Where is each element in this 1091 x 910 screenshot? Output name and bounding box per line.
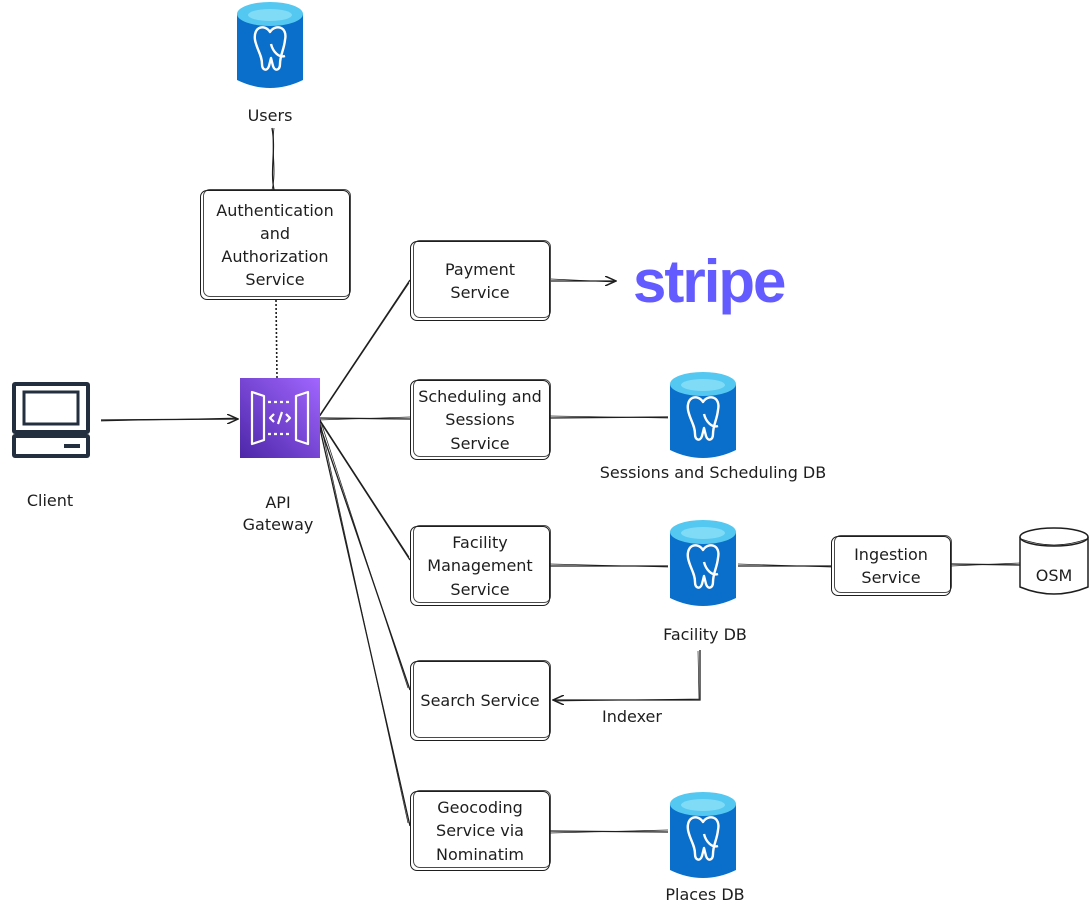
auth-service-box[interactable]: Authentication and Authorization Service (200, 189, 351, 300)
osm-cylinder-icon (1019, 527, 1089, 595)
auth-service-label: Authentication and Authorization Service (216, 200, 334, 290)
sessions-db-icon (670, 372, 736, 458)
client-label: Client (26, 491, 74, 510)
api-gateway-icon (240, 378, 320, 458)
payment-service-box[interactable]: Payment Service (410, 240, 551, 321)
edge-gateway-search (317, 419, 411, 691)
osm-label: OSM (1035, 566, 1073, 585)
edge-gateway-facility (317, 417, 411, 561)
api-gateway-label: API Gateway (242, 493, 314, 535)
facility-db-label: Facility DB (663, 625, 747, 644)
edge-gateway-payment (317, 279, 411, 419)
users-db-icon (237, 2, 303, 88)
geocoding-service-label: Geocoding Service via Nominatim (435, 798, 525, 864)
indexer-edge-label: Indexer (602, 707, 662, 726)
scheduling-service-label: Scheduling and Sessions Service (418, 387, 542, 453)
facility-db-icon (670, 520, 736, 606)
edge-facilitydb-search-indexer (553, 650, 701, 700)
stripe-logo: stripe (633, 248, 786, 315)
scheduling-service-box[interactable]: Scheduling and Sessions Service (410, 379, 551, 460)
edge-auth-gateway (275, 299, 278, 379)
places-db-label: Places DB (665, 885, 745, 904)
sessions-db-label: Sessions and Scheduling DB (599, 463, 827, 482)
places-db-icon (670, 792, 736, 878)
facility-service-label: Facility Management Service (427, 533, 533, 599)
facility-service-box[interactable]: Facility Management Service (410, 525, 551, 606)
search-service-box[interactable]: Search Service (410, 660, 551, 741)
search-service-label: Search Service (420, 691, 540, 711)
ingestion-service-box[interactable]: Ingestion Service (831, 535, 952, 596)
users-db-label: Users (247, 106, 293, 125)
geocoding-service-box[interactable]: Geocoding Service via Nominatim (410, 790, 551, 871)
edge-scheduling-sessionsdb (549, 416, 669, 419)
ingestion-service-label: Ingestion Service (854, 544, 928, 587)
payment-service-label: Payment Service (444, 259, 516, 302)
computer-terminal-icon (12, 382, 90, 458)
